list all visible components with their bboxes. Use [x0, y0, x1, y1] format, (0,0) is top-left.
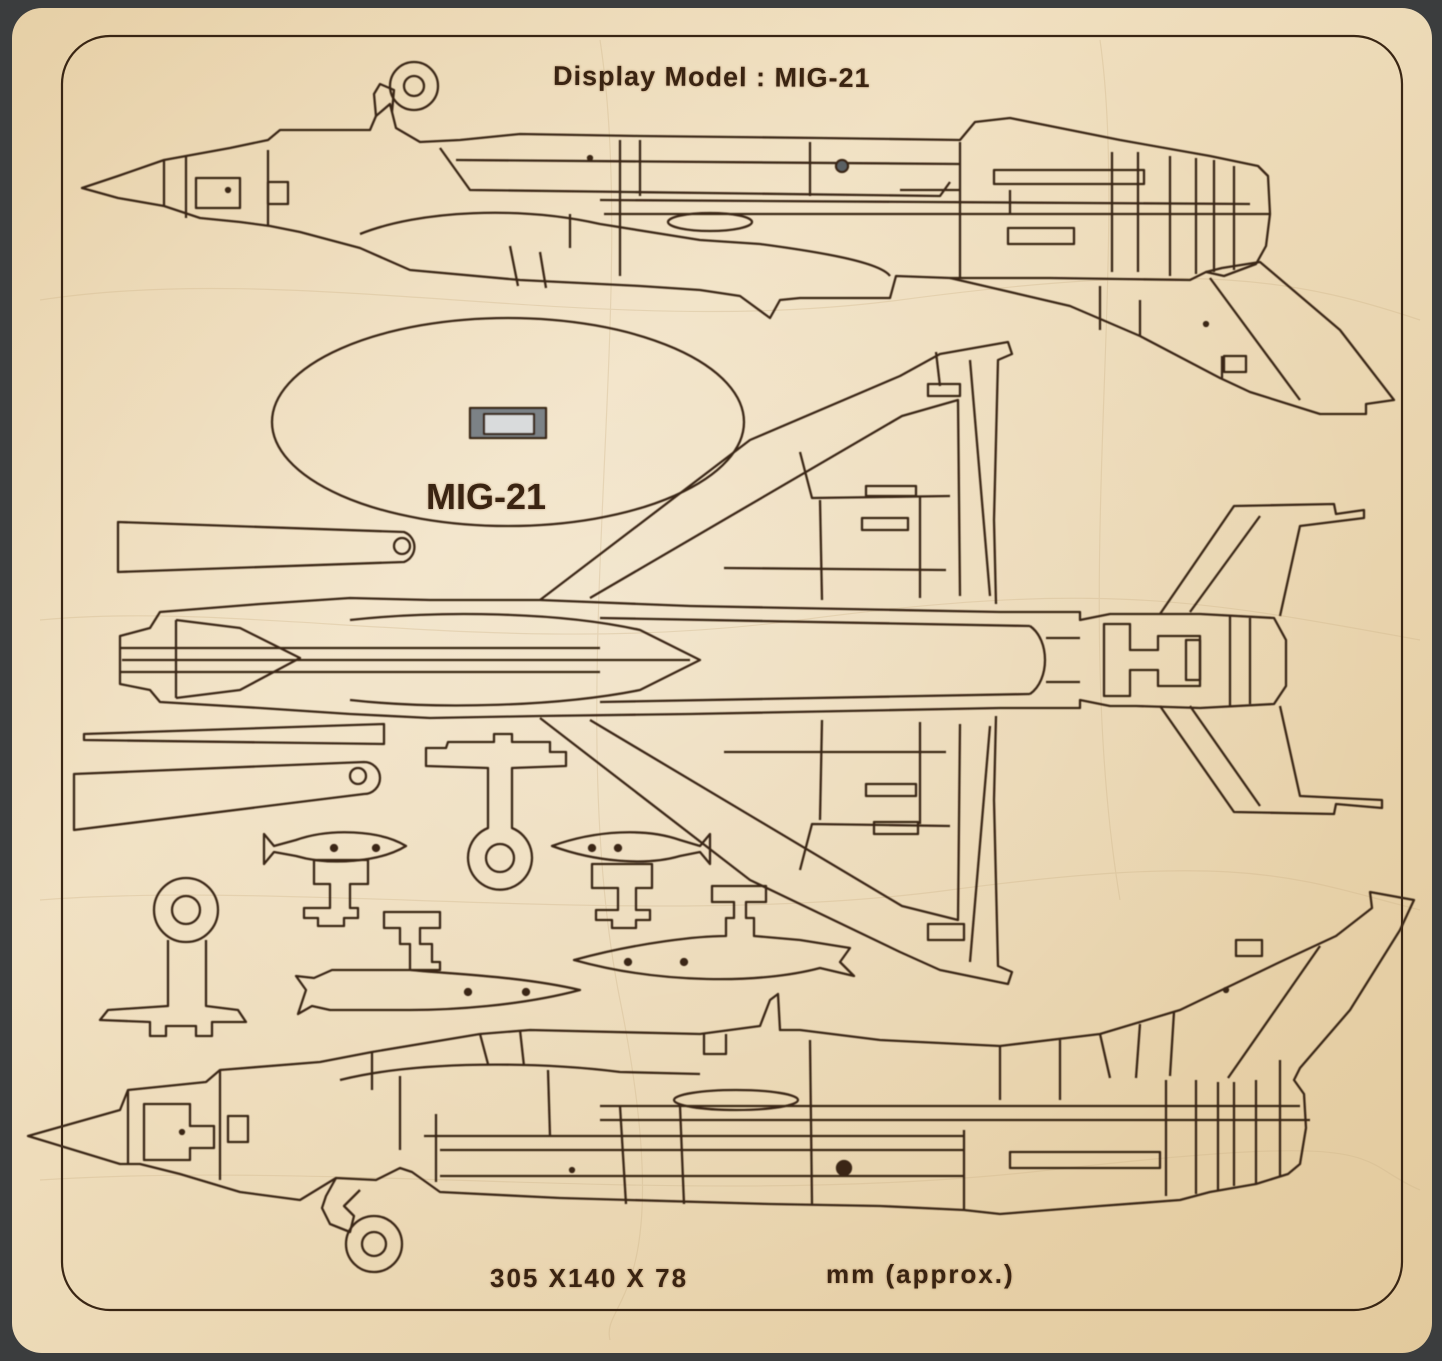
board-border — [60, 34, 1404, 1312]
model-title: Display Model : MIG-21 — [552, 60, 871, 94]
thin-strip-piece — [82, 722, 386, 746]
dimensions-text: 305 X140 X 78 — [490, 1263, 689, 1293]
top-fuselage-piece — [80, 102, 1272, 320]
display-stand-oval — [270, 316, 746, 528]
bottom-nose-gear — [320, 1177, 404, 1274]
wing-strut-upper-piece — [116, 520, 416, 574]
wheel-stand-piece — [98, 876, 248, 1038]
wing-strut-lower-piece — [72, 760, 382, 832]
stand-support-piece — [424, 732, 568, 891]
bottom-fuselage-piece — [26, 890, 1416, 1216]
missile-piece-4 — [572, 884, 856, 981]
missile-piece-1 — [262, 831, 408, 928]
top-nose-gear — [372, 60, 440, 117]
plan-view-piece — [118, 340, 1384, 986]
missile-piece-2 — [550, 831, 712, 930]
top-tail-fin — [949, 260, 1396, 416]
light-glare — [12, 8, 1432, 1353]
units-note: mm (approx.) — [826, 1259, 1015, 1289]
stand-label: MIG-21 — [426, 476, 547, 517]
missile-piece-3 — [294, 910, 582, 1016]
